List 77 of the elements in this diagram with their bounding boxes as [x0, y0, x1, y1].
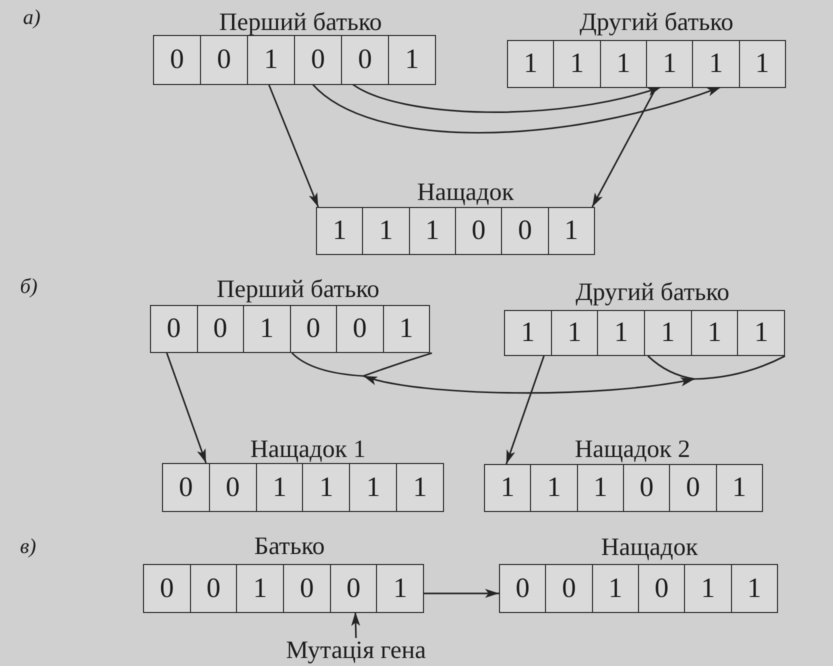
chromosome-label: Другий батько — [580, 10, 734, 36]
gene-cell: 1 — [576, 465, 623, 511]
arrow — [268, 84, 319, 208]
gene-cell: 1 — [644, 311, 691, 355]
gene-cell: 1 — [738, 41, 785, 87]
chromosome-label: Батько — [254, 534, 325, 560]
chromosome-label: Перший батько — [219, 10, 382, 36]
gene-cell: 1 — [376, 565, 424, 612]
gene-cell: 1 — [362, 208, 409, 254]
gene-cell: 0 — [669, 465, 716, 511]
gene-cell: 1 — [716, 465, 762, 511]
gene-cell: 0 — [190, 565, 236, 612]
annotation-label: Мутація гена — [286, 638, 426, 664]
panel-letter: б) — [20, 276, 38, 297]
gene-cell: 0 — [290, 306, 336, 352]
gene-cell: 1 — [597, 311, 644, 355]
gene-cell: 1 — [684, 565, 731, 612]
panel-letter: в) — [20, 536, 36, 557]
gene-cell: 1 — [236, 565, 284, 612]
gene-cell: 0 — [501, 208, 548, 254]
gene-cell: 0 — [500, 565, 546, 612]
gene-cell: 0 — [283, 565, 330, 612]
gene-cell: 1 — [382, 306, 429, 352]
chromosome-label: Нащадок — [601, 534, 698, 561]
gene-cell: 1 — [737, 311, 784, 355]
gene-cell: 1 — [396, 464, 443, 511]
gene-cell: 1 — [646, 41, 692, 87]
curved-arrow — [312, 83, 722, 134]
gene-cell: 0 — [638, 565, 684, 612]
gene-cell: 0 — [294, 36, 341, 84]
gene-cell: 0 — [454, 208, 502, 254]
gene-cell: 1 — [550, 311, 598, 355]
gene-cell: 1 — [690, 311, 738, 355]
curved-arrow — [352, 83, 662, 113]
gene-cell: 1 — [730, 565, 777, 612]
gene-cell: 1 — [408, 208, 455, 254]
gene-cell: 0 — [154, 36, 200, 84]
chromosome-label: Нащадок — [417, 180, 514, 206]
double-arrow — [363, 375, 695, 394]
gene-cell: 0 — [208, 464, 256, 511]
gene-cell: 0 — [196, 306, 243, 352]
gene-cell: 0 — [622, 465, 670, 511]
gene-cell: 0 — [341, 36, 388, 84]
gene-cell: 1 — [508, 41, 554, 87]
gene-cell: 1 — [256, 464, 302, 511]
gene-cell: 1 — [247, 36, 294, 84]
gene-cell: 0 — [336, 306, 382, 352]
gene-cell: 0 — [200, 36, 247, 84]
gene-cell: 0 — [163, 464, 209, 511]
gene-cell: 1 — [592, 565, 638, 612]
panel-letter: а) — [23, 7, 40, 28]
gene-cell: 1 — [388, 36, 435, 84]
gene-cell: 1 — [530, 465, 577, 511]
gene-cell: 1 — [317, 208, 362, 254]
arrow — [351, 612, 360, 638]
gene-cell: 0 — [144, 565, 190, 612]
gene-cell: 1 — [243, 306, 290, 352]
gene-cell: 1 — [349, 464, 396, 511]
gene-cell: 1 — [548, 208, 594, 254]
gene-cell: 1 — [600, 41, 646, 87]
gene-cell: 1 — [485, 465, 530, 511]
gene-cell: 1 — [553, 41, 600, 87]
gene-cell: 0 — [151, 306, 196, 352]
bracket — [648, 356, 785, 379]
gene-cell: 1 — [505, 311, 551, 355]
chromosome-label: Нащадок 1 — [250, 436, 366, 463]
gene-cell: 1 — [302, 464, 350, 511]
gene-cell: 0 — [545, 565, 592, 612]
arrow — [166, 352, 207, 464]
chromosome-label: Другий батько — [576, 280, 730, 306]
arrow — [424, 588, 499, 598]
chromosome-label: Нащадок 2 — [574, 436, 690, 463]
chromosome-label: Перший батько — [216, 276, 380, 303]
gene-cell: 1 — [692, 41, 739, 87]
bracket — [292, 353, 432, 376]
arrow — [506, 356, 545, 464]
gene-cell: 0 — [330, 565, 376, 612]
